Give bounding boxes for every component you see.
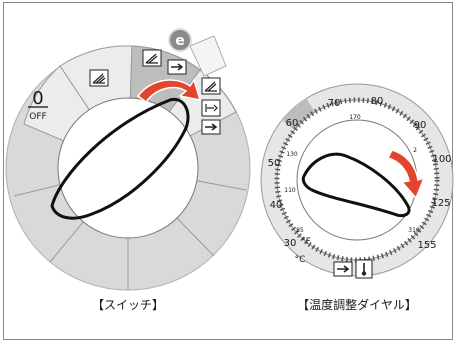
temp-inner-130: 130 (286, 151, 298, 158)
steam-icon (142, 49, 162, 67)
switch-off-value: 0 (32, 88, 43, 109)
temp-inner-partial: 2 (413, 147, 417, 154)
celsius-unit: °C (295, 255, 306, 265)
temp-inner-85: 85 (296, 227, 304, 234)
vent-mode-icon (201, 99, 221, 117)
temp-inner-110: 110 (284, 187, 296, 194)
temp-label-100: 100 (432, 154, 451, 165)
temp-label-90: 90 (414, 120, 427, 131)
eco-badge-letter: e (175, 33, 185, 49)
temp-label-40: 40 (270, 200, 283, 211)
temp-dial-knob (296, 119, 418, 241)
temperature-dial[interactable]: 30 40 50 60 70 80 90 100 125 155 85 110 … (260, 83, 454, 312)
switch-outer-tab (189, 35, 227, 77)
rotate-arrow-icon (386, 149, 426, 200)
thermometer-icon (355, 259, 373, 279)
temp-inner-170: 170 (349, 114, 361, 121)
switch-caption: 【スイッチ】 (92, 298, 164, 312)
temp-label-155: 155 (417, 240, 436, 251)
temp-label-70: 70 (328, 98, 341, 109)
mode-switch[interactable]: 0 OFF e 【ス (5, 28, 251, 312)
temp-label-60: 60 (286, 118, 299, 129)
recirc-mode-icon (201, 119, 221, 135)
cooling-fan-icon (89, 69, 109, 87)
switch-knob-pointer[interactable] (50, 97, 190, 220)
temp-label-50: 50 (268, 158, 281, 169)
rotate-arrow-icon (136, 78, 202, 104)
switch-off-label: OFF (29, 112, 46, 122)
fan-only-icon (167, 59, 187, 75)
heater-icon (201, 77, 221, 95)
fahrenheit-unit: °F (301, 237, 311, 247)
temp-inner-310: 310 (408, 227, 420, 234)
fan-mode-icon (333, 261, 353, 277)
temp-label-30: 30 (284, 238, 297, 249)
temp-dial-ticks (274, 97, 440, 263)
temp-dial-caption: 【温度調整ダイヤル】 (297, 297, 417, 312)
eco-badge (168, 28, 192, 52)
temp-label-80: 80 (371, 96, 384, 107)
switch-knob-disc (57, 97, 199, 239)
temp-label-125: 125 (431, 198, 450, 209)
temp-dial-pointer[interactable] (301, 152, 411, 218)
